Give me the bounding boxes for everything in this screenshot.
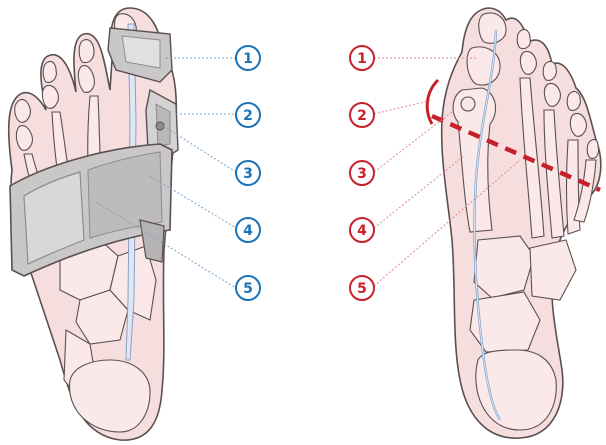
- right-callout-label: 3: [357, 166, 367, 182]
- right-callout-5: 5: [349, 275, 375, 301]
- left-callout-3: 3: [235, 160, 261, 186]
- right-callout-3: 3: [349, 160, 375, 186]
- right-foot: [425, 7, 602, 439]
- left-callout-label: 1: [243, 51, 253, 67]
- right-leader-lines: [373, 57, 521, 287]
- right-callouts: 1 2 3 4 5: [349, 45, 375, 301]
- right-callout-label: 2: [357, 108, 367, 124]
- right-first-metatarsal: [452, 87, 497, 233]
- right-callout-4: 4: [349, 217, 375, 243]
- left-callout-label: 2: [243, 108, 253, 124]
- right-callout-label: 5: [357, 281, 367, 297]
- right-deformity-line: [431, 113, 601, 193]
- right-callout-2: 2: [349, 102, 375, 128]
- left-foot: [7, 7, 179, 441]
- right-callout-1: 1: [349, 45, 375, 71]
- right-bunion-arc: [425, 78, 440, 125]
- left-callout-label: 4: [243, 223, 253, 239]
- right-callout-label: 4: [357, 223, 367, 239]
- left-callout-2: 2: [235, 102, 261, 128]
- left-leader-lines: [95, 57, 237, 289]
- left-callout-4: 4: [235, 217, 261, 243]
- left-callout-1: 1: [235, 45, 261, 71]
- right-callout-label: 1: [357, 51, 367, 67]
- left-callouts: 1 2 3 4 5: [235, 45, 261, 301]
- left-strap-underpad: [139, 219, 165, 263]
- left-callout-5: 5: [235, 275, 261, 301]
- left-callout-label: 3: [243, 166, 253, 182]
- left-callout-label: 5: [243, 281, 253, 297]
